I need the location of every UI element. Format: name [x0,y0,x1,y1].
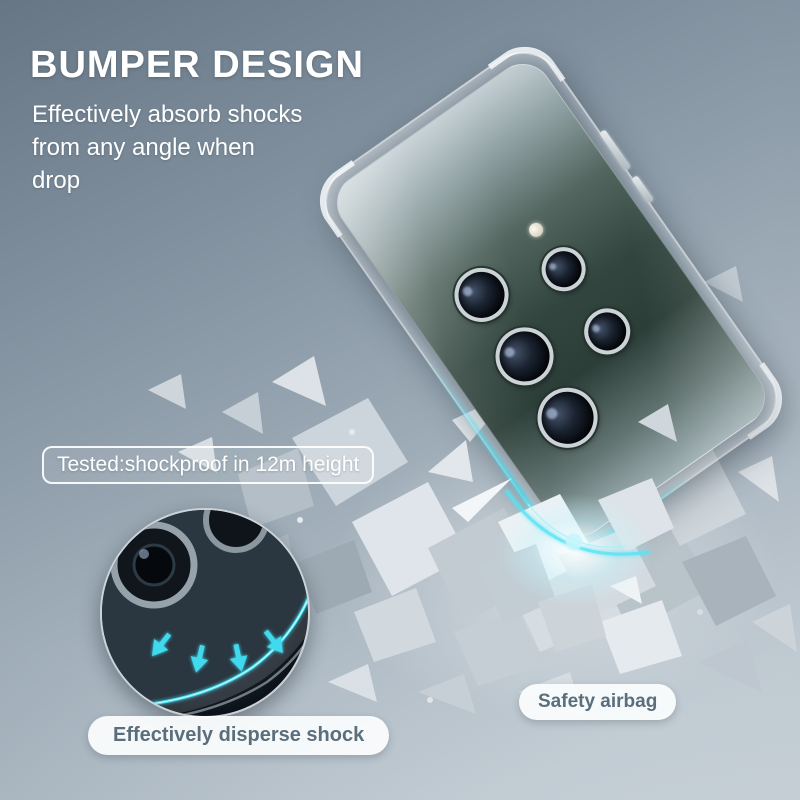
disperse-arrow-icon [151,632,172,657]
corner-zoom-inset [100,508,310,718]
disperse-shock-label: Effectively disperse shock [88,716,390,755]
corner-zoom-graphic [102,510,308,716]
page-title: BUMPER DESIGN [30,44,364,86]
subtitle: Effectively absorb shocks from any angle… [32,98,302,197]
subtitle-line: Effectively absorb shocks [32,101,303,128]
safety-airbag-label: Safety airbag [519,684,677,720]
subtitle-line: drop [32,167,81,194]
disperse-arrow-icon [190,644,209,673]
tested-shockproof-label: Tested:shockproof in 12m height [42,446,375,484]
disperse-arrow-icon [263,629,284,654]
disperse-arrow-icon [229,643,248,672]
subtitle-line: from any angle when [32,134,255,161]
